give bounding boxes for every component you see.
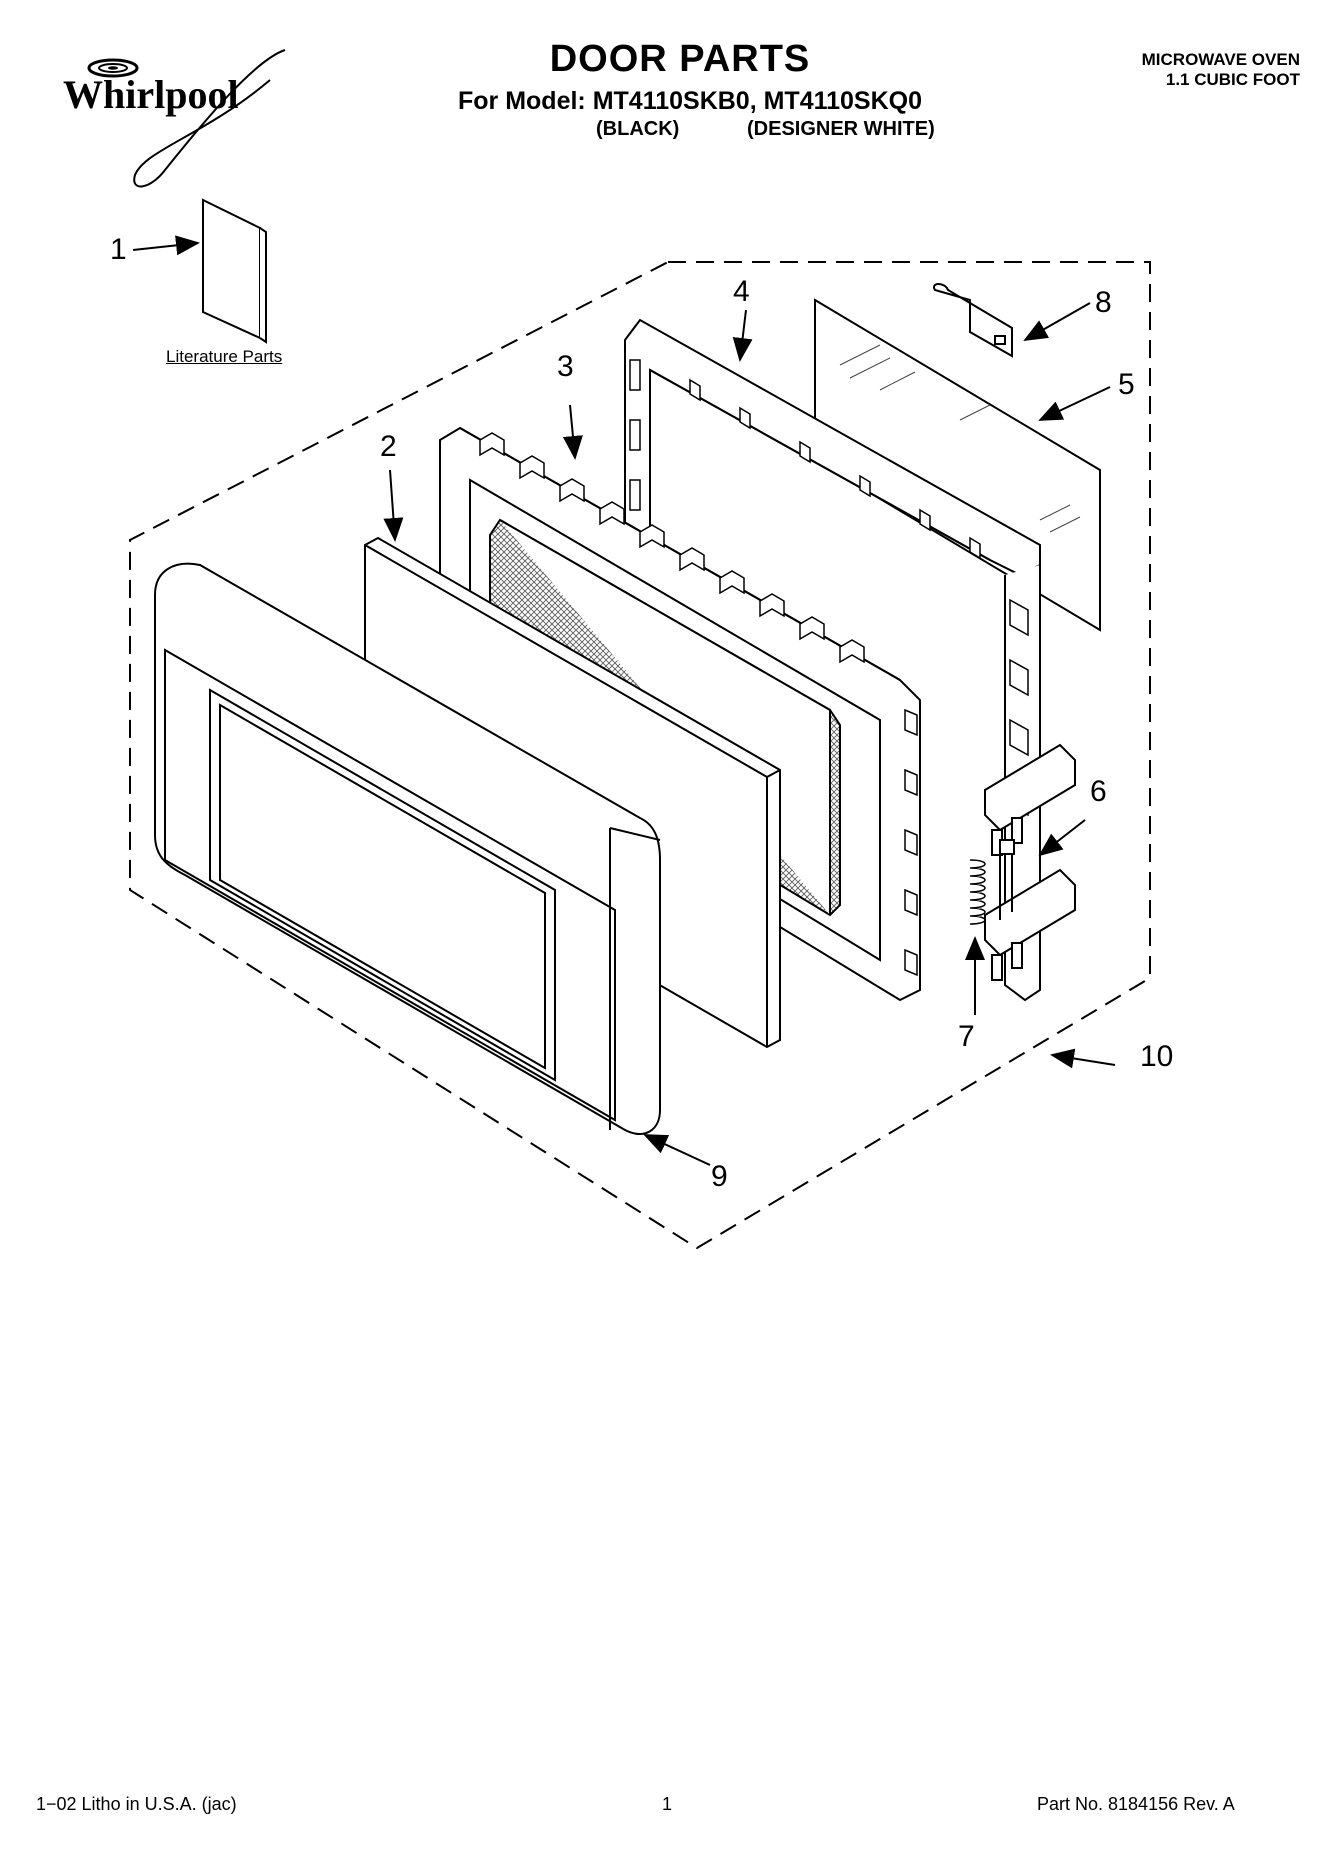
variant-black: (BLACK) — [596, 118, 680, 140]
callout-5: 5 — [1118, 368, 1135, 401]
model-line: For Model: MT4110SKB0, MT4110SKQ0 — [457, 87, 923, 115]
latch-spring — [969, 859, 986, 925]
footer-part-number: Part No. 8184156 Rev. A — [1037, 1794, 1235, 1814]
literature-parts-label: Literature Parts — [166, 347, 283, 366]
variant-white: (DESIGNER WHITE) — [747, 118, 935, 140]
callout-4: 4 — [733, 275, 750, 308]
door-latch — [984, 743, 1076, 981]
literature-booklet — [202, 198, 267, 344]
callout-2: 2 — [380, 430, 397, 463]
page-title: DOOR PARTS — [549, 38, 811, 80]
product-type-line1: MICROWAVE OVEN — [1141, 50, 1300, 69]
callout-6: 6 — [1090, 775, 1107, 808]
door-clip — [933, 283, 1013, 358]
callout-10: 10 — [1140, 1040, 1174, 1073]
callout-1: 1 — [110, 233, 127, 266]
svg-text:Whirlpool: Whirlpool — [63, 72, 239, 117]
leader-lines — [132, 235, 1116, 1166]
callout-3: 3 — [557, 350, 574, 383]
footer-litho: 1−02 Litho in U.S.A. (jac) — [36, 1794, 237, 1814]
whirlpool-logo: Whirlpool — [63, 49, 286, 188]
footer-page-number: 1 — [662, 1794, 673, 1814]
callout-8: 8 — [1095, 286, 1112, 319]
assembly-boundary — [129, 261, 1151, 1250]
outer-door-frame — [154, 562, 661, 1135]
product-type: MICROWAVE OVEN 1.1 CUBIC FOOT — [1060, 50, 1300, 90]
product-type-line2: 1.1 CUBIC FOOT — [1165, 70, 1300, 89]
callout-7: 7 — [958, 1020, 975, 1053]
callout-9: 9 — [711, 1160, 728, 1193]
